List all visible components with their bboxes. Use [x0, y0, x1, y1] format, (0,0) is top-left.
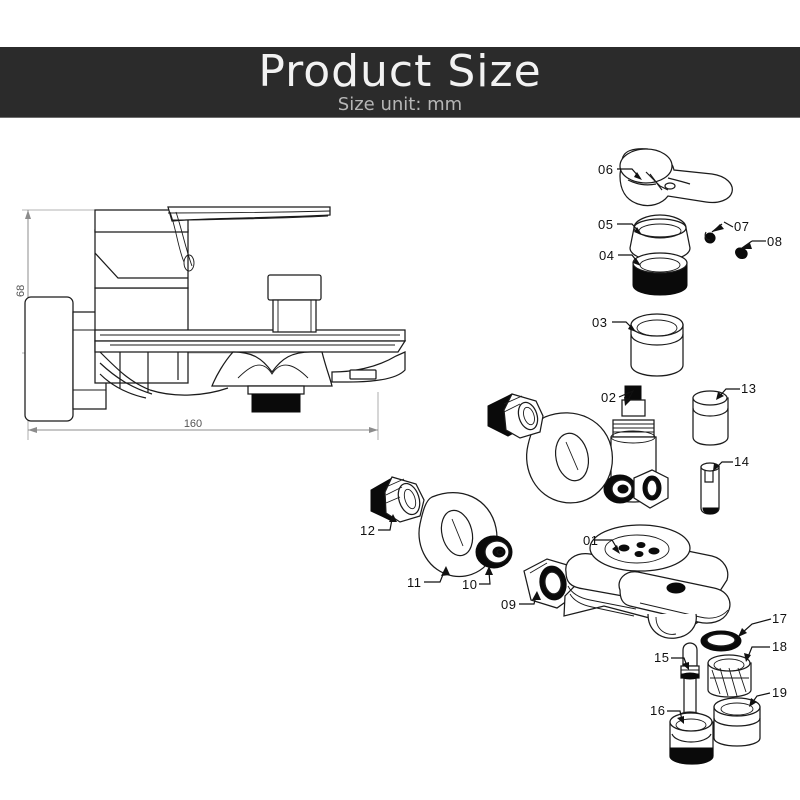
- spout-underside: [99, 351, 229, 399]
- exploded-parts-group: 01 02 03 04 05 06 07 08 09 10 11 12 13 1…: [360, 148, 787, 765]
- part-label-04: 04: [599, 248, 614, 263]
- part-label-13: 13: [741, 381, 756, 396]
- part-03-cap-sleeve: [630, 313, 684, 377]
- part-label-06: 06: [598, 162, 613, 177]
- dimension-length-label: 160: [184, 418, 202, 430]
- part-label-01: 01: [583, 533, 598, 548]
- part-eccentric-connector-upper: [487, 393, 544, 439]
- part-label-05: 05: [598, 217, 613, 232]
- shower-outlet: [211, 351, 333, 413]
- lever-handle-profile: [94, 206, 331, 272]
- part-label-17: 17: [772, 611, 787, 626]
- part-label-16: 16: [650, 703, 665, 718]
- part-cartridge-seal: [603, 474, 637, 504]
- part-label-10: 10: [462, 577, 477, 592]
- part-10-check-valve: [475, 535, 513, 569]
- part-label-03: 03: [592, 315, 607, 330]
- part-leader-lines: [378, 168, 772, 724]
- part-label-09: 09: [501, 597, 516, 612]
- part-04-retaining-nut: [632, 252, 688, 296]
- diverter-knob: [267, 274, 322, 333]
- part-05-collar-ring: [629, 214, 691, 262]
- part-label-19: 19: [772, 685, 787, 700]
- dimension-length: [28, 427, 378, 433]
- size-unit-label: Size unit: mm: [337, 94, 463, 115]
- part-escutcheon-right: [526, 412, 613, 504]
- part-01-main-body: [563, 524, 731, 639]
- part-label-02: 02: [601, 390, 616, 405]
- part-label-14: 14: [734, 454, 749, 469]
- part-14-diverter-pin: [700, 462, 720, 515]
- header-banner: Product Size Size unit: mm: [0, 47, 800, 118]
- side-elevation-group: 68 160: [15, 206, 407, 440]
- part-08-index-cap: [735, 240, 753, 259]
- part-18-filter-screen: [707, 654, 752, 698]
- part-19-aerator-sleeve: [713, 697, 761, 747]
- part-15-diverter-spindle: [677, 642, 703, 723]
- part-hex-nut-upper: [633, 469, 669, 509]
- part-label-08: 08: [767, 234, 782, 249]
- part-label-07: 07: [734, 219, 749, 234]
- part-13-diverter-cap: [692, 390, 729, 446]
- page-title: Product Size: [258, 46, 542, 97]
- dimension-height-label: 68: [15, 285, 27, 297]
- part-label-12: 12: [360, 523, 375, 538]
- part-06-lever-handle: [619, 148, 733, 207]
- spout-tip: [331, 351, 406, 383]
- wall-escutcheon-plate: [24, 296, 107, 422]
- part-label-18: 18: [772, 639, 787, 654]
- spout-body: [94, 329, 407, 353]
- part-number-labels: 01 02 03 04 05 06 07 08 09 10 11 12 13 1…: [360, 162, 787, 718]
- part-label-11: 11: [407, 575, 422, 590]
- part-16-diverter-housing: [669, 712, 714, 765]
- part-12-eccentric-connector: [370, 476, 425, 523]
- part-17-o-ring: [700, 630, 742, 652]
- part-label-15: 15: [654, 650, 669, 665]
